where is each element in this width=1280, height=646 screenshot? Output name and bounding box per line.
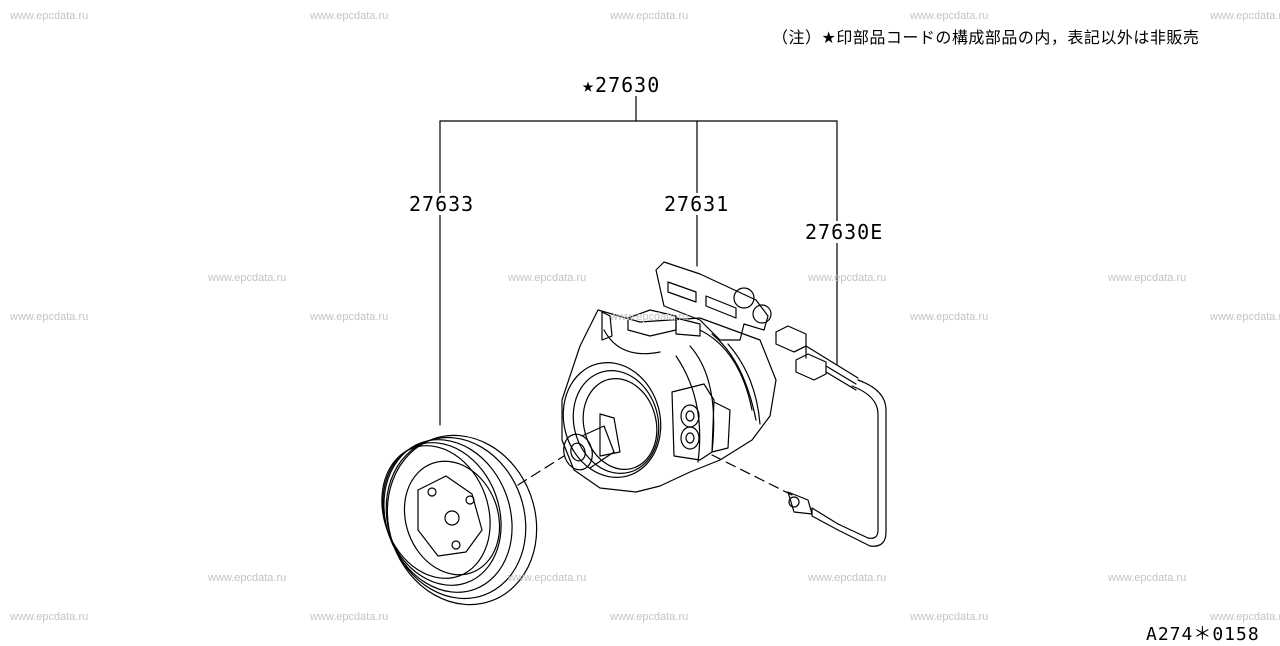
figure-code: A274＊0158: [1146, 624, 1260, 645]
watermark-text: www.epcdata.ru: [610, 10, 689, 22]
watermark-text: www.epcdata.ru: [808, 272, 887, 284]
sales-note: （注）★印部品コードの構成部品の内，表記以外は非販売: [772, 28, 1200, 47]
center-lines: [517, 454, 793, 496]
watermark-text: www.epcdata.ru: [910, 611, 989, 623]
watermark-text: www.epcdata.ru: [910, 10, 989, 22]
watermark-text: www.epcdata.ru: [610, 311, 689, 323]
watermark-text: www.epcdata.ru: [508, 272, 587, 284]
leader-lines: [439, 95, 838, 426]
watermark-text: www.epcdata.ru: [10, 311, 89, 323]
watermark-text: www.epcdata.ru: [310, 311, 389, 323]
watermark-text: www.epcdata.ru: [310, 10, 389, 22]
watermark-text: www.epcdata.ru: [808, 572, 887, 584]
watermark-text: www.epcdata.ru: [1210, 311, 1280, 323]
watermark-text: www.epcdata.ru: [1108, 572, 1187, 584]
watermark-text: www.epcdata.ru: [208, 572, 287, 584]
watermark-text: www.epcdata.ru: [310, 611, 389, 623]
watermark-text: www.epcdata.ru: [10, 611, 89, 623]
watermark-text: www.epcdata.ru: [508, 572, 587, 584]
pulley-drawing: [381, 434, 538, 606]
watermark-text: www.epcdata.ru: [208, 272, 287, 284]
watermark-text: www.epcdata.ru: [910, 311, 989, 323]
part-number-harness[interactable]: 27630E: [805, 220, 884, 244]
harness-drawing: [775, 325, 887, 547]
part-number-pulley[interactable]: 27633: [409, 192, 475, 216]
part-number-compressor[interactable]: 27631: [664, 192, 730, 216]
watermark-text: www.epcdata.ru: [1210, 10, 1280, 22]
compressor-drawing: [561, 261, 777, 493]
watermark-text: www.epcdata.ru: [610, 611, 689, 623]
watermark-text: www.epcdata.ru: [1108, 272, 1187, 284]
watermark-text: www.epcdata.ru: [1210, 611, 1280, 623]
watermark-text: www.epcdata.ru: [10, 10, 89, 22]
assembly-part-number[interactable]: ★27630: [582, 73, 661, 97]
